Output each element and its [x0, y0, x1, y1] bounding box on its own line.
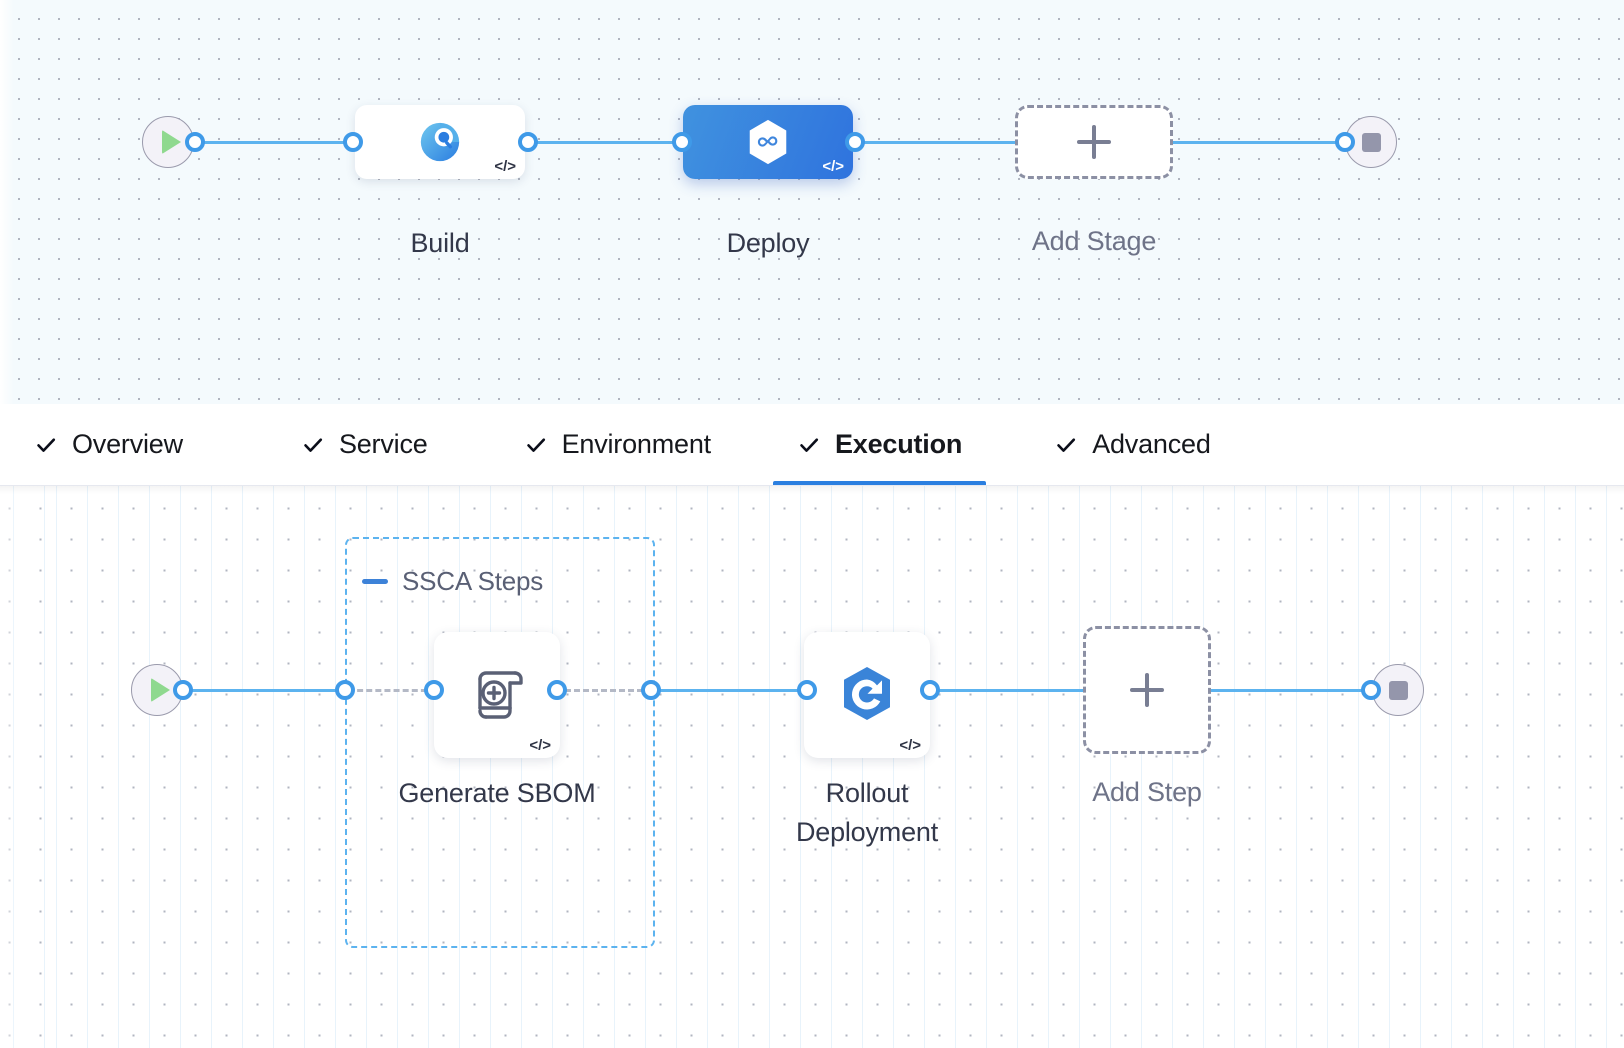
- add-step-label: Add Step: [1092, 777, 1202, 807]
- tab-label-overview: Overview: [72, 429, 183, 459]
- check-icon: [1054, 433, 1078, 457]
- tab-overview[interactable]: Overview: [30, 404, 187, 485]
- add-stage-label: Add Stage: [1031, 226, 1157, 256]
- code-badge-rollout-deployment: </>: [899, 737, 921, 754]
- stage-config-tabbar: Overview Service Environment Execution A…: [0, 404, 1624, 486]
- step-node-rollout-deployment[interactable]: </>: [804, 632, 930, 758]
- port-deploy-out[interactable]: [845, 132, 865, 152]
- connector-rollout-to-addstep: [925, 689, 1085, 692]
- check-icon: [34, 433, 58, 457]
- stage-label-deploy: Deploy: [726, 228, 810, 258]
- connector-deploy-to-addstage: [840, 141, 1030, 144]
- port-rollout-out[interactable]: [920, 680, 940, 700]
- port-build-in[interactable]: [343, 132, 363, 152]
- connector-addstage-to-end: [1160, 141, 1370, 144]
- port-end-in[interactable]: [1335, 132, 1355, 152]
- connector-build-to-deploy: [515, 141, 695, 144]
- port-group-out[interactable]: [641, 680, 661, 700]
- minus-icon[interactable]: [362, 579, 388, 584]
- tab-execution[interactable]: Execution: [772, 404, 987, 485]
- port-group-in[interactable]: [335, 680, 355, 700]
- connector-group-to-rollout: [650, 689, 815, 692]
- step-label-rollout-line1: Rollout: [825, 778, 909, 808]
- port-exec-start-out[interactable]: [173, 680, 193, 700]
- port-deploy-in[interactable]: [672, 132, 692, 152]
- connector-start-to-build: [190, 141, 360, 144]
- add-step-button[interactable]: [1083, 626, 1211, 754]
- stage-node-deploy[interactable]: </>: [683, 105, 853, 179]
- port-rollout-in[interactable]: [797, 680, 817, 700]
- execution-graph-canvas[interactable]: SSCA Steps: [0, 484, 1624, 1048]
- step-group-title: SSCA Steps: [402, 566, 544, 596]
- tab-advanced[interactable]: Advanced: [1050, 404, 1215, 485]
- tab-environment[interactable]: Environment: [520, 404, 715, 485]
- pipeline-end-node[interactable]: [1345, 116, 1397, 168]
- k8s-rollout-hexagon-icon: [844, 667, 890, 720]
- play-icon: [161, 130, 181, 154]
- plus-icon: [1130, 673, 1164, 707]
- stop-icon: [1361, 132, 1381, 152]
- code-badge-deploy: </>: [822, 158, 844, 175]
- stage-label-build: Build: [410, 228, 470, 258]
- pipeline-start-node[interactable]: [142, 116, 194, 168]
- check-icon: [524, 433, 548, 457]
- harness-hexagon-infinity-icon: [749, 119, 787, 165]
- step-label-generate-sbom: Generate SBOM: [398, 778, 596, 808]
- connector-group-to-sbom: [348, 689, 436, 692]
- port-build-out[interactable]: [518, 132, 538, 152]
- play-icon: [150, 678, 170, 702]
- build-pie-search-icon: [420, 122, 460, 162]
- stop-icon: [1388, 680, 1408, 700]
- tab-label-environment: Environment: [561, 429, 712, 459]
- port-sbom-out[interactable]: [547, 680, 567, 700]
- port-start-out[interactable]: [185, 132, 205, 152]
- step-group-header: SSCA Steps: [362, 566, 543, 597]
- code-badge-generate-sbom: </>: [529, 737, 551, 754]
- code-badge-build: </>: [494, 158, 516, 175]
- connector-addstep-to-end: [1208, 689, 1373, 692]
- check-icon: [301, 433, 325, 457]
- check-icon: [797, 433, 821, 457]
- connector-start-to-group: [178, 689, 350, 692]
- connector-sbom-to-groupend: [556, 689, 652, 692]
- port-exec-end-in[interactable]: [1361, 680, 1381, 700]
- step-node-generate-sbom[interactable]: </>: [434, 632, 560, 758]
- tab-label-advanced: Advanced: [1092, 429, 1211, 459]
- plus-icon: [1077, 125, 1111, 159]
- step-label-rollout-line2: Deployment: [795, 817, 939, 848]
- step-label-rollout-deployment: Rollout Deployment: [752, 774, 982, 852]
- tab-label-service: Service: [338, 429, 428, 459]
- stage-node-build[interactable]: </>: [355, 105, 525, 179]
- step-group-ssca[interactable]: [345, 537, 655, 948]
- port-sbom-in[interactable]: [424, 680, 444, 700]
- tab-label-execution: Execution: [834, 429, 963, 459]
- tab-service[interactable]: Service: [297, 404, 432, 485]
- add-stage-button[interactable]: [1015, 105, 1173, 179]
- sbom-scroll-plus-icon: [478, 671, 523, 719]
- stage-graph-canvas[interactable]: </> Build </> Deploy Add Stage: [0, 0, 1624, 410]
